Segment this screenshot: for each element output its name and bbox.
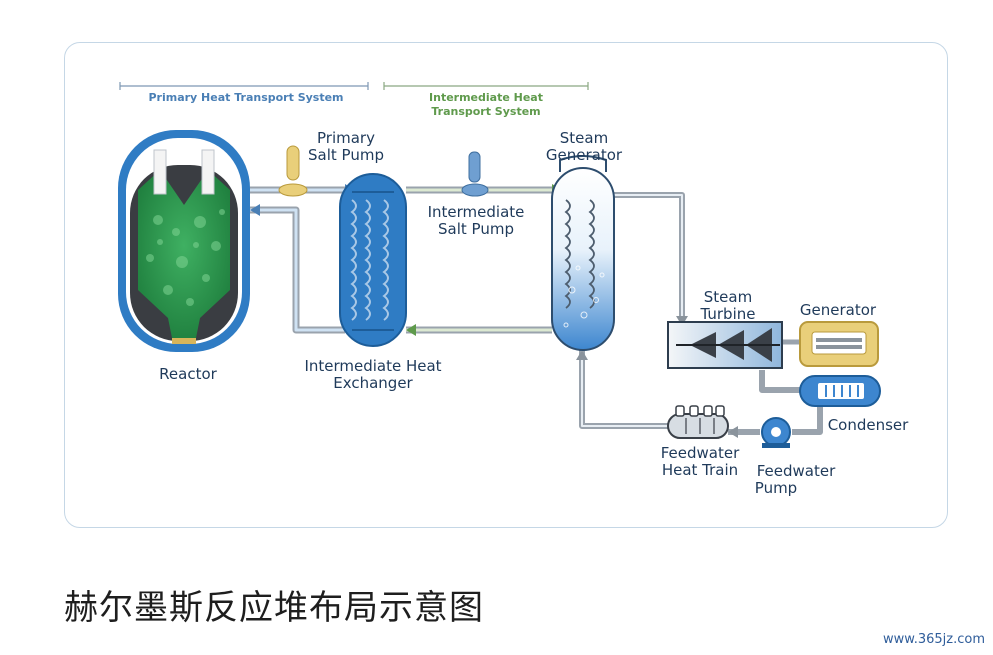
- arrow-to-heat-train: [728, 426, 738, 438]
- figure-caption: 赫尔墨斯反应堆布局示意图: [64, 588, 484, 628]
- feedwater-pump: [761, 417, 791, 448]
- ihx-label-1: Intermediate Heat: [304, 357, 441, 375]
- reactor: [118, 130, 250, 352]
- generator: [799, 321, 879, 367]
- generator-label: Generator: [800, 301, 877, 319]
- steam-generator: [551, 155, 615, 351]
- intermediate-salt-pump-label-2: Salt Pump: [438, 220, 514, 238]
- feedwater-pump-label-1: Feedwater: [757, 462, 836, 480]
- intermediate-system-label-1: Intermediate Heat: [429, 91, 543, 104]
- intermediate-salt-pump: [461, 151, 489, 197]
- condenser-label: Condenser: [828, 416, 909, 434]
- feedwater-pump-label-2: Pump: [755, 479, 797, 497]
- steam-turbine-label-2: Turbine: [700, 305, 756, 323]
- ihx-label-2: Exchanger: [333, 374, 413, 392]
- steam-generator-label-1: Steam: [560, 129, 608, 147]
- intermediate-heat-exchanger: [339, 173, 407, 347]
- primary-salt-pump: [278, 145, 308, 197]
- arrow-to-reactor: [250, 204, 260, 216]
- watermark: www.365jz.com: [883, 632, 985, 647]
- heat-train-label-2: Heat Train: [662, 461, 738, 479]
- intermediate-system-bracket: Intermediate Heat Transport System: [383, 82, 589, 118]
- heat-train-label-1: Feedwater: [661, 444, 740, 462]
- steam-generator-label-2: Generator: [546, 146, 623, 164]
- pipes: [250, 186, 823, 435]
- reactor-label: Reactor: [159, 365, 217, 383]
- feedwater-heat-train: [667, 405, 729, 439]
- intermediate-system-label-2: Transport System: [431, 105, 540, 118]
- primary-salt-pump-label-2: Salt Pump: [308, 146, 384, 164]
- reactor-core: [138, 170, 230, 338]
- intermediate-salt-pump-label-1: Intermediate: [428, 203, 525, 221]
- arrow-to-sg-feed: [576, 350, 588, 360]
- condenser: [799, 375, 881, 407]
- steam-turbine: [667, 321, 783, 369]
- primary-system-label: Primary Heat Transport System: [148, 91, 343, 104]
- arrow-to-ihx-return: [406, 324, 416, 336]
- primary-system-bracket: Primary Heat Transport System: [119, 82, 369, 104]
- steam-turbine-label-1: Steam: [704, 288, 752, 306]
- primary-salt-pump-label-1: Primary: [317, 129, 375, 147]
